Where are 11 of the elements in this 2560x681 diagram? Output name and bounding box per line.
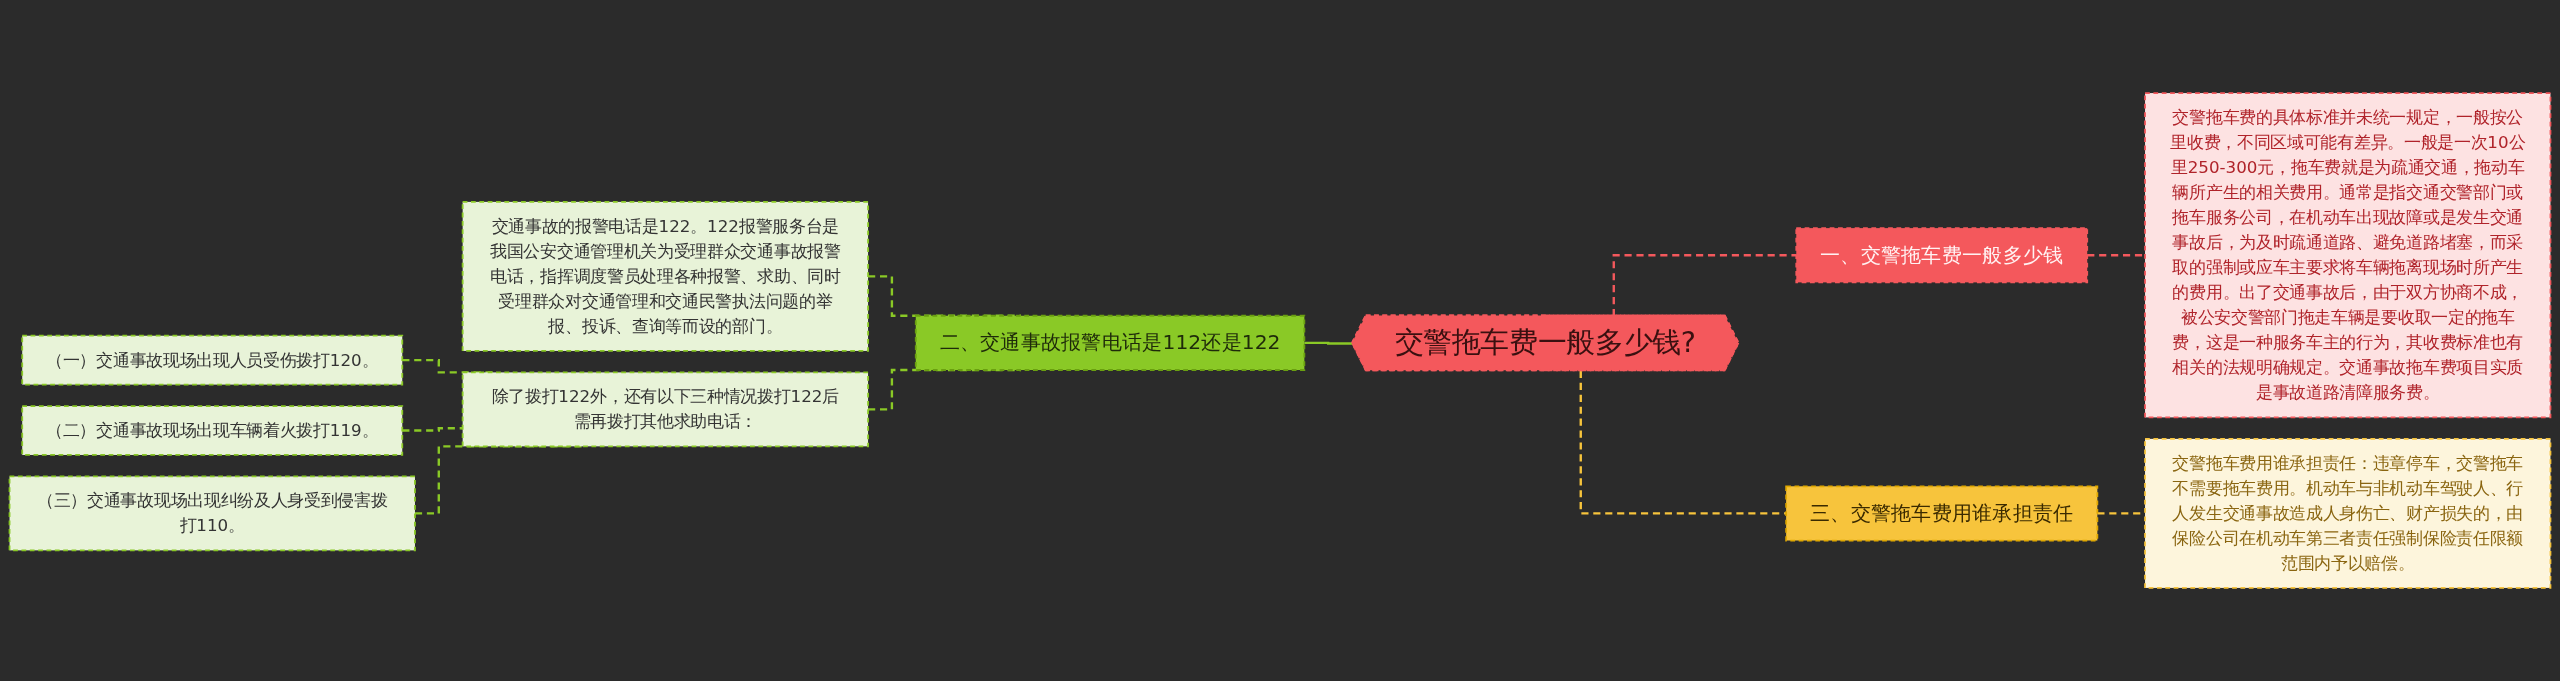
node-box: 交警拖车费用谁承担责任：违章停车，交警拖车不需要拖车费用。机动车与非机动车驾驶人、行人发生交通事故造成人身伤亡、财产损失的，由保险公司在机动车第三者责任强制保险责任限额范围内予以赔偿。 [2144,437,2552,589]
node-box: 除了拨打122外，还有以下三种情况拨打122后需再拨打其他求助电话： [461,371,869,448]
node-box: （二）交通事故现场出现车辆着火拨打119。 [21,405,404,456]
connector [1612,254,1797,317]
node-box: 三、交警拖车费用谁承担责任 [1785,485,2099,542]
node-box: 一、交警拖车费一般多少钱 [1795,227,2089,284]
node-box: （三）交通事故现场出现纠纷及人身受到侵害拨打110。 [8,475,416,552]
node-box: 二、交通事故报警电话是112还是122 [914,314,1306,371]
node-box: 交通事故的报警电话是122。122报警服务台是我国公安交通管理机关为受理群众交通事故报警电话，指挥调度警员处理各种报警、求助、同时受理群众对交通管理和交通民警执法问题的举报、投诉、查询等而设的部门。 [461,201,869,352]
node-box: 交警拖车费的具体标准并未统一规定，一般按公里收费，不同区域可能有差异。一般是一次10公里250-300元，拖车费就是为疏通交通，拖动车辆所产生的相关费用。通常是指交通交警部门或拖车服务公司，在机动车出现故障或是发生交通事故后，为及时疏通道路、避免道路堵塞，而采取的强制或应车主要求将车辆拖离现场时所产生的费用。出了交通事故后，由于双方协商不成，被公安交警部门拖走车辆是要收取一定的拖车费，这是一种服务车主的行为，其收费标准也有相关的法规明确规定。交通事故拖车费项目实质是事故道路清障服务费。 [2144,92,2552,419]
node-box: （一）交通事故现场出现人员受伤拨打120。 [21,334,404,386]
